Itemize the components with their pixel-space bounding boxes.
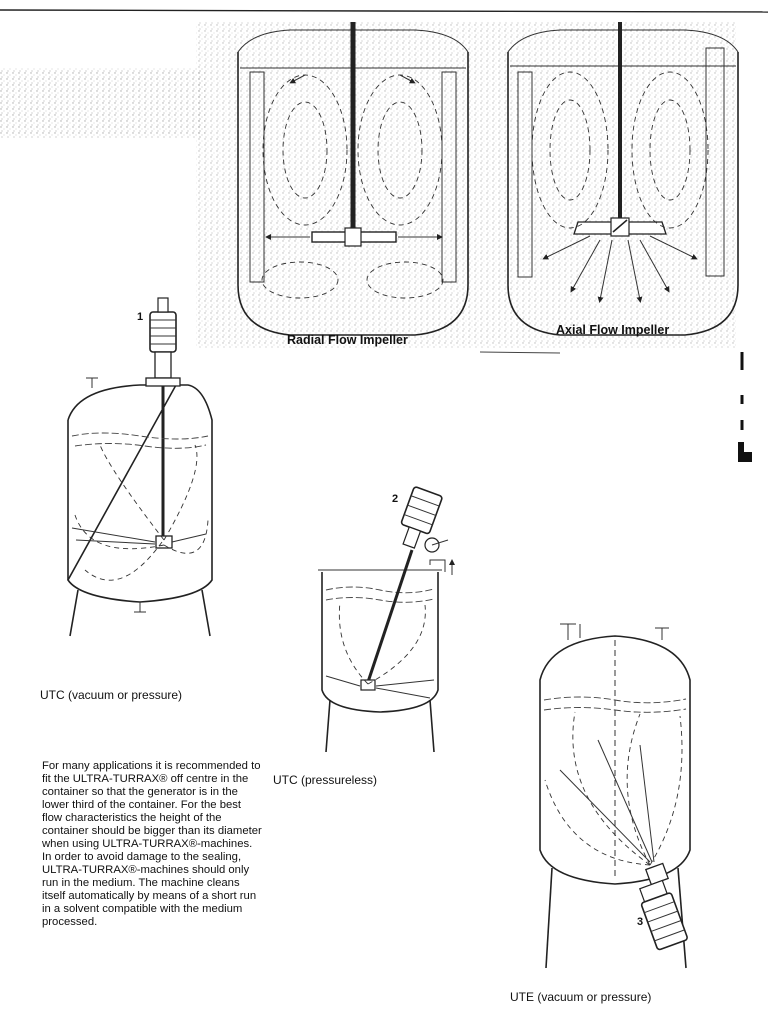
utc-vacuum-jet-1 [71,527,156,543]
ute-flange [644,862,670,886]
axial-flow-loop-right-inner [649,99,691,201]
radial-flow-loop-left-inner [282,101,328,199]
axial-arrow-2 [597,239,613,303]
radial-flow-bottom-right [366,261,444,299]
ute-leg-right [677,867,687,969]
utc-vacuum-generator [155,535,173,549]
ute-motor [640,892,688,951]
ute-leg-left [545,867,553,969]
ute-vessel [539,623,691,969]
radial-arrow-top-left [289,74,306,84]
utc-pressureless-leg-left [325,699,331,753]
utc-pressureless-motor-fin-3 [404,514,433,526]
axial-flow-loop-left [531,71,609,229]
utc-vacuum-tank-body [67,384,213,603]
axial-flow-loop-left-inner [549,99,591,201]
utc-vacuum-vessel [67,297,213,637]
axial-vessel-top [507,29,739,53]
utc-pressureless-coupling [402,526,422,549]
axial-impeller-figure [507,22,739,336]
utc-pressureless-shaft [366,549,414,683]
utc-vacuum-flow-1 [99,444,165,541]
utc-vacuum-flange [145,377,181,387]
radial-vessel [237,52,469,336]
top-rule [0,9,768,13]
ute-flow-1 [572,711,651,866]
utc-vacuum-jet-2 [75,539,156,545]
utc-vacuum-coupling [154,351,172,379]
caption-utc-vacuum: UTC (vacuum or pressure) [40,688,183,702]
radial-flow-bottom-left [261,261,339,299]
utc-vacuum-liquid-surface-2 [74,443,207,449]
utc-vacuum-motor [149,311,177,353]
radial-impeller-hub [344,227,362,247]
ute-jet-3 [639,744,655,863]
utc-pressureless-generator [360,679,376,691]
axial-arrow-1 [570,239,601,293]
ute-flow-4 [544,779,651,866]
utc-vacuum-leg-right [201,589,211,637]
utc-vacuum-motor-cap [157,297,169,313]
caption-utc-pressureless: UTC (pressureless) [273,773,378,787]
axial-arrow-5 [542,235,591,260]
axial-vessel [507,52,739,336]
radial-impeller-figure [237,22,469,336]
ute-flow-2 [626,713,651,866]
utc-pressureless-tank-body [321,572,439,713]
utc-pressureless-liquid-surface [325,586,435,594]
speckle-background [196,22,736,348]
axial-flow-loop-right [631,71,709,229]
utc-vacuum-leg-left [69,589,79,637]
utc-vacuum-liquid-surface [71,432,209,440]
utc-pressureless-vessel [318,486,455,753]
description-paragraph: For many applications it is recommended … [42,760,262,928]
utc-vacuum-flow-3 [74,514,165,550]
ute-tank-body [539,635,691,885]
utc-pressureless-clamp-arm [431,539,449,546]
speckle-strip [0,68,205,138]
axial-baffle-right [705,47,725,277]
utc-pressureless-mount-bracket [429,559,446,572]
edge-mark-4 [738,442,752,462]
axial-arrow-6 [649,235,698,260]
caption-ute: UTE (vacuum or pressure) [510,990,652,1004]
label-number-1: 1 [137,311,144,323]
caption-axial-flow-impeller: Axial Flow Impeller [556,323,670,337]
utc-pressureless-motor-fin-1 [410,495,440,507]
ute-motor-fin-1 [644,901,675,914]
utc-pressureless-jet-3 [375,687,431,699]
label-number-3: 3 [637,916,644,928]
utc-pressureless-motor-fin-2 [407,504,436,516]
utc-vacuum-flow-2 [163,444,198,541]
radial-baffle-left [249,71,265,283]
axial-arrow-3 [627,239,643,303]
utc-vacuum-jet-3 [171,533,207,543]
utc-pressureless-flow-2 [367,604,426,685]
ute-jet-2 [597,739,653,863]
axial-hub-mark [612,219,628,233]
utc-vacuum-flow-5 [84,541,163,581]
ute-motor-fin-2 [647,910,678,923]
ute-motor-fin-3 [650,920,682,932]
short-rule [479,351,561,354]
axial-arrow-4 [639,239,670,293]
ute-motor-fin-4 [654,929,685,942]
label-number-2: 2 [392,493,399,505]
radial-baffle-right [441,71,457,283]
utc-pressureless-liquid-surface-2 [325,597,435,603]
caption-radial-flow-impeller: Radial Flow Impeller [287,333,408,347]
radial-arrow-top-right [399,74,416,84]
ute-jet-1 [559,769,651,863]
utc-pressureless-leg-right [429,699,435,753]
radial-flow-loop-right-inner [377,101,423,199]
ute-flow-3 [649,715,683,866]
utc-pressureless-jet-1 [325,675,361,687]
utc-pressureless-jet-2 [375,679,435,687]
utc-pressureless-flow-1 [338,601,369,685]
axial-baffle-left [517,71,533,278]
